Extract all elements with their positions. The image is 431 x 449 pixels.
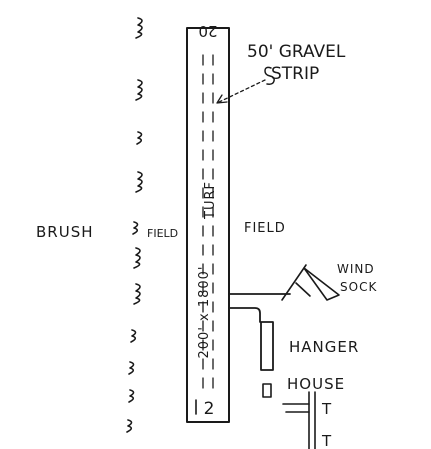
gravel-label-line1: 50' GRAVEL (247, 42, 346, 62)
brush-mark (135, 79, 143, 101)
brush-mark (133, 247, 141, 269)
house-building (262, 383, 272, 398)
runway-outline (186, 27, 230, 423)
road (282, 391, 316, 449)
brush-label: BRUSH (36, 223, 94, 241)
road-marker-lower: T (321, 432, 332, 449)
runway-number-north: 20 (198, 22, 217, 40)
road-marker-upper: T (321, 400, 332, 418)
brush-mark (133, 283, 141, 305)
runway-number-south: 2 (204, 399, 215, 419)
brush-mark (128, 361, 135, 375)
brush-marks (126, 17, 143, 433)
windsock-icon (281, 264, 340, 301)
brush-mark (135, 171, 143, 193)
brush-mark (130, 329, 137, 343)
brush-mark (136, 131, 143, 145)
field-left-label: FIELD (147, 227, 178, 240)
gravel-label-s-mark (264, 66, 275, 85)
gravel-arrow (216, 79, 266, 104)
brush-mark (135, 17, 143, 39)
runway (186, 27, 230, 423)
field-right-label: FIELD (244, 221, 286, 236)
house-label: HOUSE (287, 375, 345, 393)
windsock-label-line2: SOCK (340, 280, 377, 294)
hanger-building (260, 321, 274, 371)
gravel-label-line2: STRIP (271, 64, 319, 84)
brush-mark (132, 221, 139, 235)
hanger-label: HANGER (289, 338, 359, 356)
brush-mark (128, 389, 135, 403)
brush-mark (126, 419, 133, 433)
windsock-label-line1: WIND (337, 262, 375, 276)
runway-dimensions-label: 200' x 1800' (197, 265, 212, 358)
taxiway (228, 293, 291, 323)
runway-surface-label: TURF (203, 181, 218, 220)
